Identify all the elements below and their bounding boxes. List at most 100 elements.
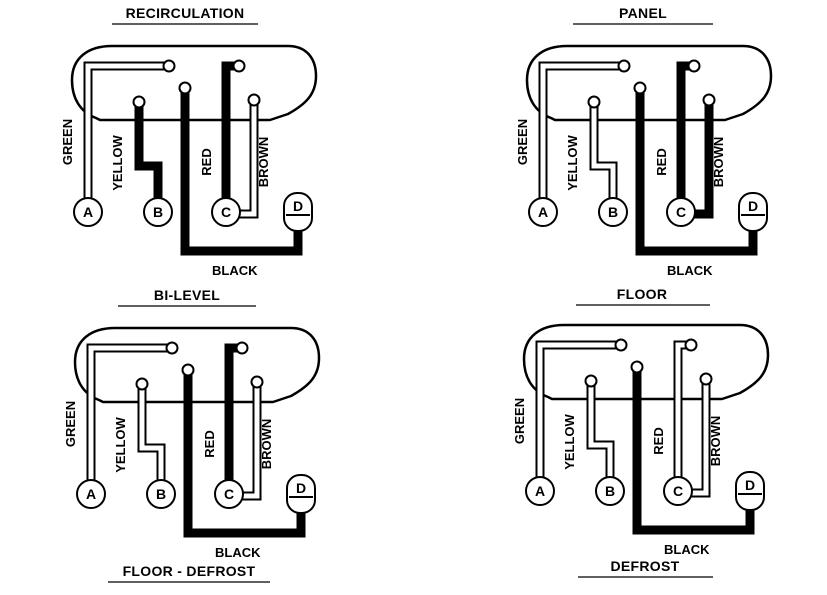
- label-brown: BROWN: [259, 419, 274, 470]
- wire-green: [86, 341, 179, 480]
- wire-red-end: [687, 59, 701, 73]
- svg-text:B: B: [608, 204, 618, 220]
- panel-caption: DEFROST: [611, 558, 680, 574]
- wire-yellow-end: [135, 377, 149, 391]
- terminal-b: B: [598, 197, 628, 227]
- label-yellow: YELLOW: [110, 134, 125, 190]
- wire-yellow: [584, 374, 615, 477]
- terminal-c: C: [663, 476, 693, 506]
- svg-text:C: C: [221, 204, 231, 220]
- wire-black: [633, 81, 758, 256]
- wire-black: [181, 363, 306, 538]
- svg-text:D: D: [748, 198, 758, 214]
- terminal-b: B: [146, 479, 176, 509]
- wire-green-end: [165, 341, 179, 355]
- label-green: GREEN: [515, 119, 530, 165]
- panel-recirculation: A B C D GREEN YELLOW RED BROWN BLACK RECIRCULATIO…: [60, 5, 318, 278]
- wire-red-end: [232, 59, 246, 73]
- label-green: GREEN: [60, 119, 75, 165]
- svg-text:B: B: [156, 486, 166, 502]
- wire-green: [535, 338, 628, 477]
- wire-green-end: [617, 59, 631, 73]
- wire-yellow-end: [584, 374, 598, 388]
- svg-text:D: D: [745, 477, 755, 493]
- wire-black-end: [633, 81, 647, 95]
- label-black: BLACK: [215, 545, 261, 560]
- label-yellow: YELLOW: [562, 413, 577, 469]
- svg-text:A: A: [83, 204, 93, 220]
- label-green: GREEN: [512, 398, 527, 444]
- panel-title: RECIRCULATION: [126, 5, 245, 21]
- panel-caption: FLOOR - DEFROST: [123, 563, 256, 579]
- wire-black: [630, 360, 755, 535]
- wire-yellow-end: [587, 95, 601, 109]
- svg-text:C: C: [224, 486, 234, 502]
- terminal-a: A: [528, 197, 558, 227]
- label-green: GREEN: [63, 401, 78, 447]
- wire-black: [178, 81, 303, 256]
- switch-housing: [525, 44, 773, 122]
- wire-brown-end: [247, 93, 261, 107]
- wire-brown: [678, 372, 713, 498]
- svg-text:A: A: [538, 204, 548, 220]
- terminal-d: D: [286, 474, 316, 514]
- switch-housing: [73, 326, 321, 404]
- wire-yellow: [135, 377, 166, 480]
- terminal-d: D: [735, 471, 765, 511]
- panel-title: PANEL: [619, 5, 667, 21]
- label-brown: BROWN: [256, 137, 271, 188]
- wire-red: [676, 59, 701, 198]
- terminal-c: C: [666, 197, 696, 227]
- switch-defrost: A B C D GREEN YELLOW RED BROWN BLACK: [512, 323, 770, 557]
- wire-brown-end: [702, 93, 716, 107]
- label-black: BLACK: [664, 542, 710, 557]
- terminal-b: B: [143, 197, 173, 227]
- switch-housing: [522, 323, 770, 401]
- label-red: RED: [654, 148, 669, 175]
- terminal-d: D: [283, 192, 313, 232]
- wire-brown: [226, 93, 261, 219]
- wire-red: [224, 341, 249, 480]
- wire-black-end: [181, 363, 195, 377]
- wire-red: [673, 338, 698, 477]
- terminal-a: A: [73, 197, 103, 227]
- panel-title: FLOOR: [617, 286, 668, 302]
- wire-brown: [229, 375, 264, 501]
- panel-title: BI-LEVEL: [154, 287, 220, 303]
- wire-green: [538, 59, 631, 198]
- terminal-d: D: [738, 192, 768, 232]
- svg-text:A: A: [535, 483, 545, 499]
- terminal-b: B: [595, 476, 625, 506]
- terminal-c: C: [211, 197, 241, 227]
- wire-green-end: [614, 338, 628, 352]
- label-yellow: YELLOW: [565, 134, 580, 190]
- svg-text:D: D: [293, 198, 303, 214]
- wire-green-end: [162, 59, 176, 73]
- wire-yellow: [587, 95, 618, 198]
- wire-brown: [681, 93, 716, 219]
- terminal-a: A: [76, 479, 106, 509]
- svg-text:B: B: [605, 483, 615, 499]
- terminal-c: C: [214, 479, 244, 509]
- label-yellow: YELLOW: [113, 416, 128, 472]
- terminal-a: A: [525, 476, 555, 506]
- label-black: BLACK: [212, 263, 258, 278]
- label-red: RED: [651, 427, 666, 454]
- wire-black-end: [630, 360, 644, 374]
- wire-yellow: [132, 95, 163, 198]
- wire-red-end: [684, 338, 698, 352]
- svg-text:C: C: [673, 483, 683, 499]
- svg-text:B: B: [153, 204, 163, 220]
- label-brown: BROWN: [708, 416, 723, 467]
- wire-black-end: [178, 81, 192, 95]
- wire-brown-end: [250, 375, 264, 389]
- switch-housing: [70, 44, 318, 122]
- wire-red: [221, 59, 246, 198]
- switch-recirculation: A B C D GREEN YELLOW RED BROWN BLACK: [60, 44, 318, 278]
- label-red: RED: [199, 148, 214, 175]
